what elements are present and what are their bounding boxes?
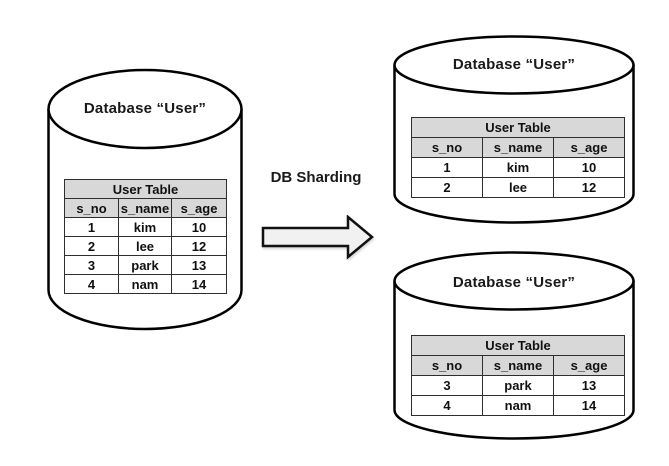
cell-s-no: 3 [64, 255, 119, 275]
cell-s-name: nam [482, 395, 554, 416]
table-row: 3 park 13 [64, 255, 227, 275]
cell-s-no: 4 [64, 274, 119, 294]
database-title: Database “User” [452, 56, 576, 73]
cell-s-age: 14 [171, 274, 227, 294]
column-header-s-age: s_age [171, 198, 227, 218]
column-header-s-no: s_no [411, 137, 483, 158]
table-title-row: User Table [411, 117, 625, 138]
column-header-s-no: s_no [411, 355, 483, 376]
column-header-s-age: s_age [553, 355, 625, 376]
cell-s-name: park [118, 255, 172, 275]
table-row: 1 kim 10 [411, 157, 625, 178]
right-arrow-icon [261, 215, 374, 260]
cell-s-no: 2 [411, 177, 483, 198]
column-header-s-age: s_age [553, 137, 625, 158]
cell-s-name: lee [482, 177, 554, 198]
column-header-row: s_no s_name s_age [411, 355, 625, 376]
table-row: 3 park 13 [411, 375, 625, 396]
cell-s-age: 12 [171, 236, 227, 256]
table-row: 2 lee 12 [64, 236, 227, 256]
cell-s-age: 14 [553, 395, 625, 416]
cell-s-no: 4 [411, 395, 483, 416]
table-title: User Table [411, 335, 625, 356]
table-row: 4 nam 14 [411, 395, 625, 416]
table-title-row: User Table [411, 335, 625, 356]
database-title: Database “User” [452, 274, 576, 291]
cell-s-no: 1 [64, 217, 119, 237]
cell-s-no: 1 [411, 157, 483, 178]
sharding-label: DB Sharding [270, 169, 362, 186]
cell-s-name: nam [118, 274, 172, 294]
table-title-row: User Table [64, 179, 227, 199]
cell-s-age: 13 [171, 255, 227, 275]
column-header-row: s_no s_name s_age [64, 198, 227, 218]
cell-s-age: 13 [553, 375, 625, 396]
column-header-s-name: s_name [118, 198, 172, 218]
column-header-row: s_no s_name s_age [411, 137, 625, 158]
cell-s-age: 10 [553, 157, 625, 178]
user-table-source: User Table s_no s_name s_age 1 kim 10 2 … [64, 179, 227, 294]
table-row: 2 lee 12 [411, 177, 625, 198]
cell-s-name: kim [482, 157, 554, 178]
database-title: Database “User” [83, 100, 207, 117]
cell-s-name: lee [118, 236, 172, 256]
table-row: 4 nam 14 [64, 274, 227, 294]
user-table-shard-2: User Table s_no s_name s_age 3 park 13 4… [411, 335, 625, 416]
cell-s-age: 12 [553, 177, 625, 198]
cell-s-no: 3 [411, 375, 483, 396]
column-header-s-name: s_name [482, 355, 554, 376]
cell-s-name: park [482, 375, 554, 396]
user-table-shard-1: User Table s_no s_name s_age 1 kim 10 2 … [411, 117, 625, 198]
table-title: User Table [411, 117, 625, 138]
cell-s-age: 10 [171, 217, 227, 237]
cell-s-name: kim [118, 217, 172, 237]
table-row: 1 kim 10 [64, 217, 227, 237]
cell-s-no: 2 [64, 236, 119, 256]
table-title: User Table [64, 179, 227, 199]
column-header-s-no: s_no [64, 198, 119, 218]
column-header-s-name: s_name [482, 137, 554, 158]
